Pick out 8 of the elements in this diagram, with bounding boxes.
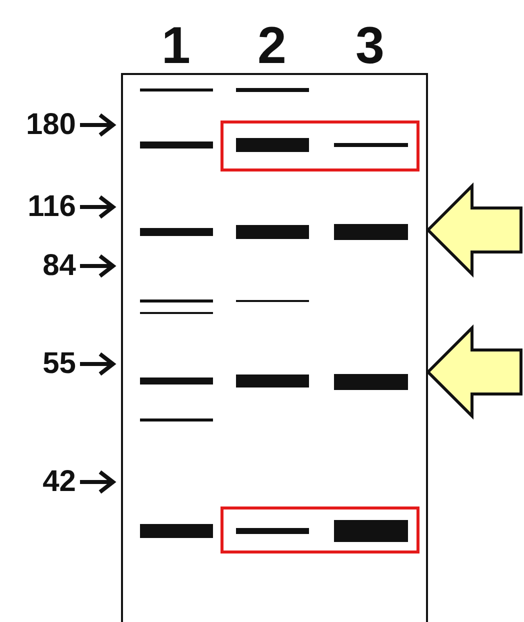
lane-number: 1	[162, 20, 190, 72]
size-marker: 116	[26, 192, 76, 222]
size-marker: 55	[42, 349, 76, 379]
lane-number: 2	[258, 20, 286, 72]
size-marker: 84	[42, 251, 76, 281]
size-marker: 42	[42, 467, 76, 497]
size-marker: 180	[24, 110, 76, 140]
lane-number: 3	[356, 20, 384, 72]
